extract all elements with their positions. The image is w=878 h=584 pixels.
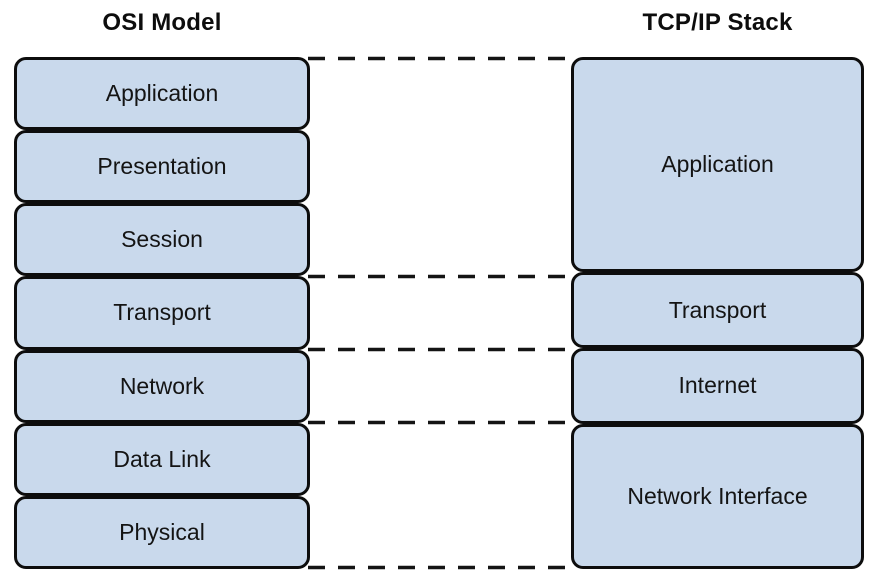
osi-layer-stack: Application Presentation Session Transpo… [14, 57, 310, 569]
osi-layer-data-link: Data Link [14, 422, 310, 496]
osi-layer-network: Network [14, 349, 310, 423]
osi-layer-session: Session [14, 203, 310, 277]
tcpip-layer-application: Application [571, 57, 864, 273]
osi-model-title: OSI Model [102, 9, 222, 36]
tcpip-layer-transport: Transport [571, 272, 864, 348]
osi-layer-physical: Physical [14, 495, 310, 569]
tcpip-layer-network-interface: Network Interface [571, 423, 864, 569]
tcpip-stack-title: TCP/IP Stack [642, 9, 793, 36]
osi-layer-transport: Transport [14, 276, 310, 350]
osi-layer-application: Application [14, 57, 310, 131]
osi-layer-presentation: Presentation [14, 130, 310, 204]
tcpip-layer-stack: Application Transport Internet Network I… [571, 57, 864, 569]
tcpip-layer-internet: Internet [571, 347, 864, 424]
